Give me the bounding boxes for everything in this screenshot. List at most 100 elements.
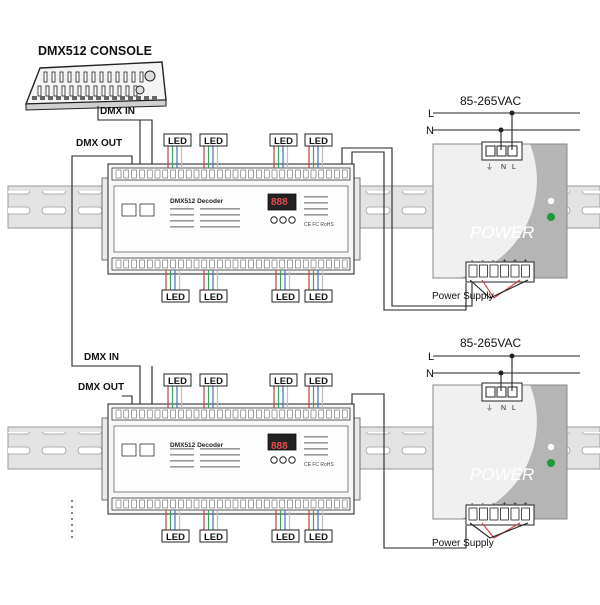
console-fader-icon xyxy=(91,71,96,83)
console-fader-icon xyxy=(115,71,120,83)
led-output-group: LED xyxy=(269,133,298,168)
terminal-l-label: L xyxy=(512,164,516,171)
console-button-icon xyxy=(128,96,133,100)
terminal-screw-icon xyxy=(341,169,348,179)
terminal-screw-icon xyxy=(209,409,215,419)
console-fader-icon xyxy=(125,85,130,97)
terminal-screw-icon xyxy=(139,169,145,179)
led-box xyxy=(199,289,228,303)
voltage-label: 85-265VAC xyxy=(460,336,521,350)
spec-text-line xyxy=(200,448,240,450)
terminal-screw-icon xyxy=(170,259,176,269)
terminal-screw-icon xyxy=(232,169,239,179)
rj45-port-icon xyxy=(139,203,155,217)
spec-text-line xyxy=(200,460,240,462)
led-box xyxy=(161,289,190,303)
led-label: LED xyxy=(204,292,223,303)
terminal-screw-icon xyxy=(326,409,332,419)
console-fader-icon xyxy=(75,71,80,83)
power-supply-top: N L ⏚ POWER ---+++ xyxy=(432,141,568,283)
polarity-label: + xyxy=(503,501,507,508)
console-button-icon xyxy=(32,96,37,100)
psu-terminal-icon xyxy=(500,264,509,278)
led-output-group: LED xyxy=(271,270,300,303)
terminal-screw-icon xyxy=(271,409,278,419)
led-output-group: LED xyxy=(304,133,333,168)
console-fader-icon xyxy=(117,85,122,97)
spec-text-line xyxy=(304,214,328,216)
terminal-screw-icon xyxy=(162,499,169,509)
led-label: LED xyxy=(276,532,295,543)
led-output-group: LED xyxy=(304,270,333,303)
console-fader-icon xyxy=(93,85,98,97)
led-box xyxy=(163,133,192,147)
indicator-light-icon xyxy=(547,197,555,205)
terminal-screw-icon xyxy=(263,169,270,179)
console-button-icon xyxy=(104,96,109,100)
terminal-screw-icon xyxy=(256,499,262,509)
console-button-icon xyxy=(72,96,77,100)
spec-text-line xyxy=(170,214,194,216)
terminal-screw-icon xyxy=(295,169,301,179)
led-box xyxy=(304,289,333,303)
ce-mark-icon: CE FC RoHS xyxy=(304,222,334,228)
led-box xyxy=(271,529,300,543)
spec-text-line xyxy=(200,208,240,210)
terminal-n-label: N xyxy=(501,405,506,412)
terminal-screw-icon xyxy=(318,259,325,269)
polarity-label: - xyxy=(482,258,485,265)
terminal-screw-icon xyxy=(302,259,309,269)
led-box xyxy=(304,373,333,387)
segment-display xyxy=(267,193,297,211)
psu-terminal-icon xyxy=(479,507,488,521)
terminal-screw-icon xyxy=(193,409,200,419)
terminal-screw-icon xyxy=(201,259,208,269)
terminal-screw-icon xyxy=(139,259,145,269)
rj45-port-icon xyxy=(121,443,137,457)
led-box xyxy=(199,373,228,387)
terminal-screw-icon xyxy=(295,409,301,419)
terminal-screw-icon xyxy=(170,169,176,179)
spec-text-line xyxy=(170,448,194,450)
led-label: LED xyxy=(276,292,295,303)
terminal-screw-icon xyxy=(318,409,325,419)
spec-text-line xyxy=(304,448,328,450)
spec-text-line xyxy=(200,220,240,222)
terminal-screw-icon xyxy=(279,409,286,419)
console-fader-icon xyxy=(45,85,50,97)
polarity-label: + xyxy=(503,258,507,265)
terminal-screw-icon xyxy=(131,169,137,179)
terminal-screw-icon xyxy=(123,409,130,419)
console-fader-icon xyxy=(131,71,136,83)
terminal-l-label: L xyxy=(512,405,516,412)
polarity-label: - xyxy=(471,258,474,265)
terminal-screw-icon xyxy=(170,499,176,509)
terminal-screw-icon xyxy=(217,259,223,269)
terminal-screw-icon xyxy=(279,169,286,179)
terminal-screw-icon xyxy=(271,169,278,179)
console-button-icon xyxy=(152,96,157,100)
console-button-icon xyxy=(144,96,149,100)
console-fader-icon xyxy=(61,85,66,97)
terminal-screw-icon xyxy=(123,259,130,269)
console-fader-icon xyxy=(85,85,90,97)
spec-text-line xyxy=(304,202,328,204)
console-button-icon xyxy=(80,96,85,100)
console-button-icon xyxy=(48,96,53,100)
dmx-out-label: DMX OUT xyxy=(78,382,124,393)
decoder-name-label: DMX512 Decoder xyxy=(170,442,224,449)
console-button-icon xyxy=(136,96,141,100)
spec-text-line xyxy=(304,208,328,210)
console-faders xyxy=(32,71,157,100)
terminal-screw-icon xyxy=(287,259,293,269)
console-fader-icon xyxy=(51,71,56,83)
terminal-screw-icon xyxy=(334,409,340,419)
terminal-screw-icon xyxy=(146,169,153,179)
terminal-screw-icon xyxy=(232,409,239,419)
terminal-screw-icon xyxy=(146,409,153,419)
dmx-in-label: DMX IN xyxy=(100,106,135,117)
spec-text-line xyxy=(200,454,240,456)
terminal-screw-icon xyxy=(178,259,184,269)
console-fader-icon xyxy=(37,85,42,97)
